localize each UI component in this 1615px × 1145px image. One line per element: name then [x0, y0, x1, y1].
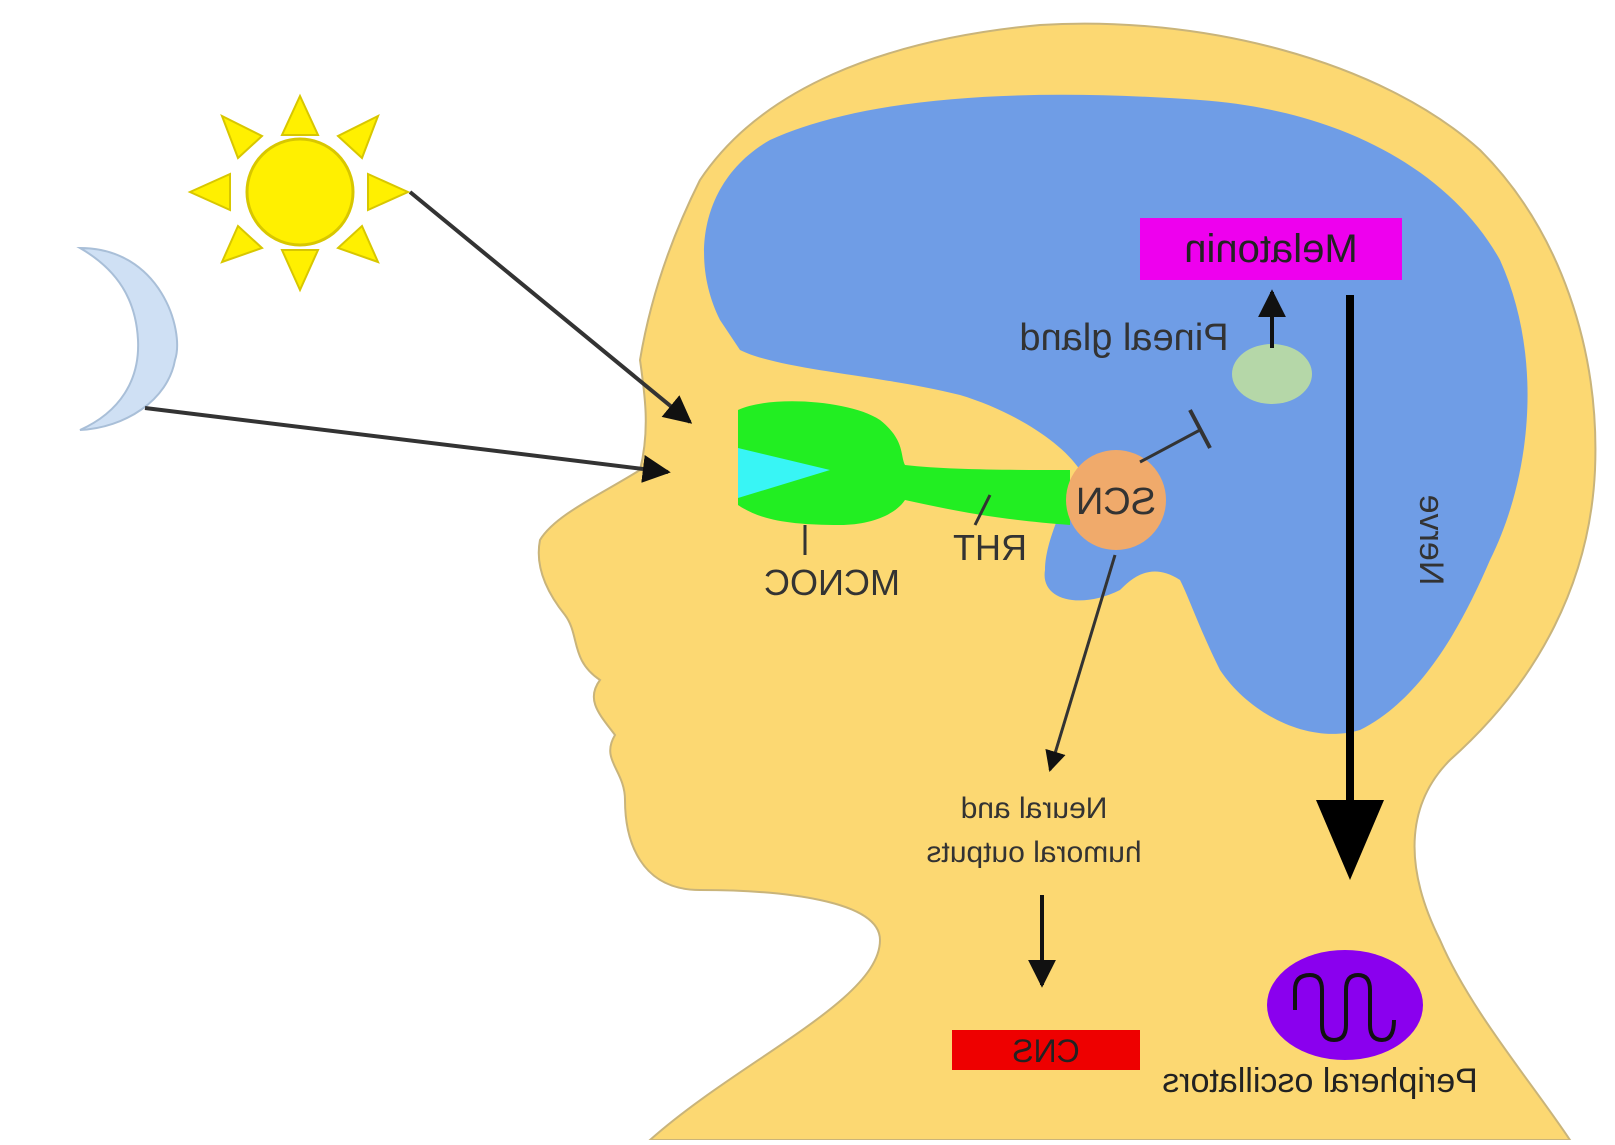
rht-label: RHT [953, 527, 1027, 568]
peripheral-oscillators-label: Peripheral oscillators [1162, 1062, 1478, 1100]
cns-label: CNS [1012, 1033, 1080, 1069]
pineal-gland-label: Pineal gland [1019, 317, 1228, 359]
sun-to-eye-arrow [410, 192, 690, 422]
neural-outputs-line2: humoral outputs [926, 836, 1141, 869]
moon-icon [80, 248, 177, 430]
scn-label: SCN [1076, 481, 1156, 523]
sun-icon [190, 96, 408, 290]
mcnoc-label: MCNOC [764, 562, 900, 603]
nerve-tract-label: Nerve [1412, 495, 1450, 586]
moon-to-eye-arrow [145, 408, 668, 472]
melatonin-label: Melatonin [1184, 227, 1357, 271]
pineal-gland [1232, 344, 1312, 404]
neural-outputs-line1: Neural and [961, 792, 1108, 825]
